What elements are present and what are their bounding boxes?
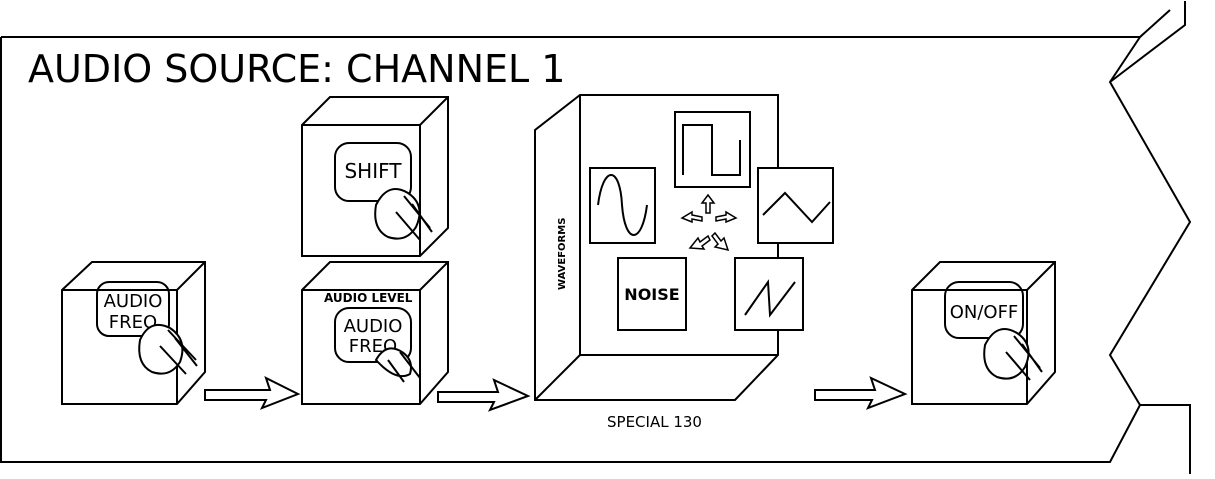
audio-freq-key-1[interactable]: AUDIO FREQ [62, 262, 205, 404]
audio-level-key[interactable]: AUDIO LEVEL AUDIO FREQ [302, 262, 448, 404]
flow-arrow-1 [205, 378, 298, 408]
triangle-wave-icon[interactable] [758, 168, 833, 243]
audio-freq-key-2-label-top: AUDIO [344, 316, 403, 337]
audio-freq-key-1-label-top: AUDIO [104, 291, 163, 312]
on-off-key[interactable]: ON/OFF [912, 262, 1055, 404]
audio-level-label: AUDIO LEVEL [324, 291, 413, 305]
square-wave-icon[interactable] [675, 112, 750, 187]
special-130-label: SPECIAL 130 [607, 413, 702, 431]
waveforms-side-label: WAVEFORMS [557, 218, 568, 290]
shift-key[interactable]: SHIFT [302, 97, 448, 256]
on-off-key-label: ON/OFF [950, 302, 1019, 323]
sine-wave-icon[interactable] [590, 168, 655, 243]
diagram-title: AUDIO SOURCE: CHANNEL 1 [28, 47, 565, 91]
noise-label: NOISE [624, 285, 679, 304]
sawtooth-wave-icon[interactable] [735, 258, 803, 330]
flow-arrow-2 [438, 380, 528, 410]
flow-arrow-3 [815, 378, 905, 408]
noise-block[interactable]: NOISE [618, 258, 686, 330]
shift-key-label: SHIFT [344, 159, 402, 183]
waveforms-panel: WAVEFORMS NOISE [535, 95, 833, 400]
